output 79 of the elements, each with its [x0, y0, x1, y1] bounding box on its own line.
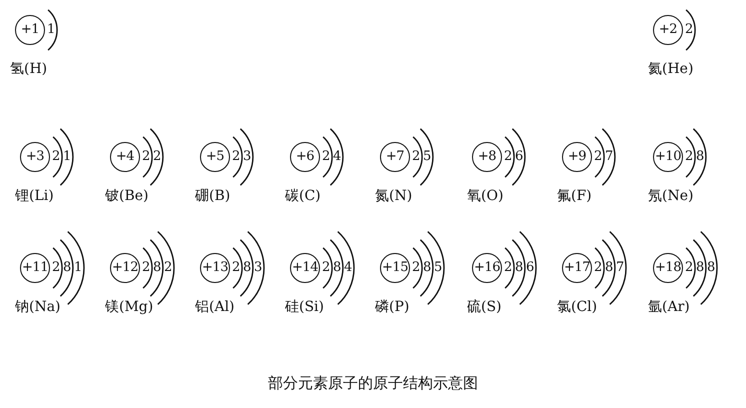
nucleus-circle: +17: [562, 253, 592, 283]
nucleus-circle: +11: [20, 253, 50, 283]
nucleus-circle: +4: [110, 142, 140, 172]
electron-count: 2: [504, 150, 512, 164]
electron-count: 2: [322, 150, 330, 164]
electron-count: 1: [47, 23, 56, 37]
element-name: 氖(Ne): [648, 187, 694, 205]
element-name: 氦(He): [648, 60, 694, 78]
element-name: 铍(Be): [105, 187, 148, 205]
element-name: 镁(Mg): [105, 298, 154, 316]
electron-count: 8: [423, 261, 432, 275]
element-name: 碳(C): [285, 187, 321, 205]
element-name: 锂(Li): [15, 187, 54, 205]
electron-count: 8: [696, 150, 704, 164]
electron-count: 8: [707, 261, 716, 275]
nucleus-circle: +3: [20, 142, 50, 172]
electron-count: 4: [333, 150, 342, 164]
electron-count: 3: [254, 261, 262, 275]
element-name: 磷(P): [375, 298, 410, 316]
electron-count: 2: [52, 261, 60, 275]
electron-count: 8: [696, 261, 704, 275]
electron-count: 5: [423, 150, 432, 164]
element-name: 铝(Al): [195, 298, 235, 316]
electron-count: 5: [434, 261, 442, 275]
element-name: 钠(Na): [15, 298, 61, 316]
electron-count: 7: [616, 261, 624, 275]
electron-count: 6: [526, 261, 534, 275]
electron-count: 2: [232, 150, 240, 164]
electron-count: 8: [243, 261, 252, 275]
element-name: 氯(Cl): [557, 298, 598, 316]
electron-count: 2: [142, 150, 150, 164]
electron-count: 2: [153, 150, 162, 164]
nucleus-circle: +9: [562, 142, 592, 172]
nucleus-circle: +7: [380, 142, 410, 172]
nucleus-circle: +13: [200, 253, 230, 283]
element-name: 氧(O): [467, 187, 504, 205]
nucleus-circle: +5: [200, 142, 230, 172]
electron-count: 2: [142, 261, 150, 275]
nucleus-circle: +16: [472, 253, 502, 283]
nucleus-circle: +6: [290, 142, 320, 172]
element-name: 氟(F): [557, 187, 592, 205]
electron-count: 2: [322, 261, 330, 275]
nucleus-circle: +2: [653, 15, 683, 45]
electron-count: 3: [243, 150, 252, 164]
nucleus-circle: +12: [110, 253, 140, 283]
nucleus-circle: +18: [653, 253, 683, 283]
element-name: 氢(H): [10, 60, 48, 78]
element-name: 硫(S): [467, 298, 502, 316]
electron-count: 2: [412, 261, 420, 275]
element-name: 硅(Si): [285, 298, 324, 316]
electron-count: 2: [52, 150, 60, 164]
electron-count: 7: [605, 150, 614, 164]
nucleus-circle: +1: [15, 15, 45, 45]
electron-count: 2: [685, 150, 694, 164]
electron-count: 2: [504, 261, 512, 275]
electron-count: 2: [232, 261, 240, 275]
element-name: 氮(N): [375, 187, 412, 205]
electron-count: 8: [515, 261, 524, 275]
nucleus-circle: +8: [472, 142, 502, 172]
nucleus-circle: +15: [380, 253, 410, 283]
electron-count: 8: [153, 261, 162, 275]
electron-count: 2: [594, 150, 602, 164]
nucleus-circle: +10: [653, 142, 683, 172]
element-name: 硼(B): [195, 187, 230, 205]
electron-count: 8: [63, 261, 72, 275]
element-name: 氩(Ar): [648, 298, 690, 316]
electron-count: 6: [515, 150, 524, 164]
electron-count: 1: [74, 261, 82, 275]
nucleus-circle: +14: [290, 253, 320, 283]
electron-count: 8: [333, 261, 342, 275]
electron-count: 2: [685, 261, 694, 275]
caption: 部分元素原子的原子结构示意图: [267, 374, 479, 393]
electron-count: 4: [344, 261, 352, 275]
electron-count: 1: [63, 150, 72, 164]
electron-count: 2: [685, 23, 694, 37]
electron-count: 2: [594, 261, 602, 275]
electron-count: 2: [412, 150, 420, 164]
electron-count: 2: [164, 261, 172, 275]
electron-count: 8: [605, 261, 614, 275]
